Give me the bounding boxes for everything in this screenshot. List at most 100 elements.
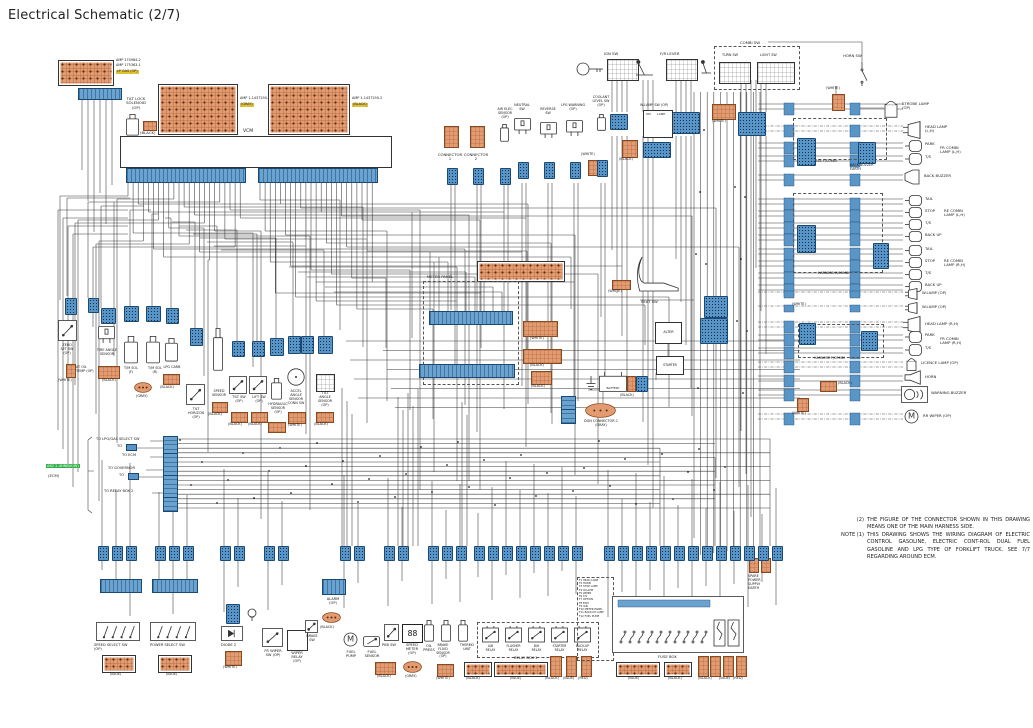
reverse-sw-conn	[544, 162, 555, 179]
fr-wiper-sw-icon	[262, 628, 283, 647]
harness-connector	[604, 546, 615, 561]
bottom-gray-label-text: (GRAY)	[405, 674, 417, 678]
ts-rh-label-text: T/S	[925, 345, 932, 350]
speed-select-blue-label: (BLUE)	[110, 672, 121, 677]
wiper-relay-icon	[287, 630, 308, 651]
meter-connector	[477, 261, 565, 282]
speed-select-label-text: SPEED SELECT SW (OP)	[94, 643, 128, 652]
to-governor-label-text: TO GOVERNOR	[108, 466, 135, 470]
alternator-box-text: ALTER	[663, 330, 674, 335]
conn-b-blue2	[723, 656, 734, 677]
lpg-carb-black-label-text: (BLACK)	[160, 385, 174, 389]
lpg-carb-label-text: LPG CARB	[163, 365, 181, 369]
harness-fcombi2-label: HARNESS F/COMBI	[814, 356, 845, 361]
back-buzzer-earth-label-text: BACK BUZZER EARTH	[850, 163, 874, 171]
wlamp-2-label: W.LAMP (OP)	[922, 304, 947, 309]
harness-connector	[126, 546, 137, 561]
tm-gray-label: (GRAY)	[136, 394, 148, 399]
relay-box-label-text: RELAY BOX 1	[514, 656, 538, 660]
connector-1-label: CONNECTOR 1	[430, 152, 470, 162]
tilt-angle-tag	[316, 412, 334, 423]
power-select-blue-label: (BLUE)	[166, 672, 177, 677]
connector-1-label-text: CONNECTOR 1	[437, 152, 463, 162]
fr-lever-label-text: F/R LEVER	[660, 51, 680, 56]
at-oil-temp-white-label: (WHITE)	[58, 378, 72, 383]
combi-stalk-icon	[698, 60, 712, 76]
oil-press-label-text: OIL PRESS	[423, 644, 435, 653]
re-combi-rh-label-text: RE COMBI LAMP (R,H)	[944, 258, 966, 268]
fr-lever-label: F/R LEVER	[660, 51, 680, 56]
diode2-white-conn	[225, 651, 242, 666]
harness-connector	[674, 546, 685, 561]
zero-set-conn2	[88, 298, 99, 313]
vcm-connector-1	[158, 84, 238, 135]
relay-1	[482, 626, 499, 643]
harness-connector	[384, 546, 395, 561]
fuse-list-text: F1 HEAD LAMP F2 HORN F3 STOP LAMP F4 W.L…	[579, 579, 604, 618]
tilt-sw-black-label: (BLACK)	[228, 422, 242, 427]
tm-gray-label-text: (GRAY)	[136, 394, 148, 398]
wlamp-2-label-text: W.LAMP (OP)	[922, 304, 947, 309]
harness-connector	[702, 546, 713, 561]
combi-conn	[738, 112, 766, 136]
conn-b-blue-label: (BLUE)	[628, 676, 639, 681]
harness-connector	[530, 546, 541, 561]
relay-3-label: B/H RELAY	[525, 644, 548, 652]
head-lamp-rh-label-text: HEAD LAMP (R,H)	[925, 321, 959, 326]
battery-black-label: (BLACK)	[620, 393, 634, 398]
conn-a-blue-label-text: (BLUE)	[510, 676, 522, 680]
battery-icon: BATTERY	[599, 371, 627, 392]
harness-connector	[688, 546, 699, 561]
harness-connector	[632, 546, 643, 561]
fcombi-conn-1	[799, 323, 816, 345]
harness-connector	[744, 546, 755, 561]
back-buzzer-earth-label: BACK BUZZER EARTH	[850, 163, 874, 172]
seat-white-label-text: (WHITE)	[608, 289, 622, 293]
harness-connector	[220, 546, 231, 561]
connector-2-icon	[470, 126, 485, 148]
backup-rh-label-text: BACK UP	[925, 282, 942, 287]
pkb-sw-icon	[384, 624, 399, 641]
amp-part-2-text: AMP 175363-1	[116, 63, 141, 67]
ign-sw-label: IGN SW	[604, 51, 618, 56]
ts2-lh-label: T/S	[925, 220, 931, 225]
relay-box-dbox	[477, 622, 599, 658]
conn-a-black2	[550, 656, 562, 677]
wb-black-label-text: (BLACK)	[838, 381, 852, 385]
tail-rh-label: TAIL	[925, 246, 933, 251]
fr-wiper-sw-label-text: FR WIPER SW (OP)	[264, 649, 282, 658]
lpg-warning-icon	[566, 120, 583, 136]
harness-connector	[502, 546, 513, 561]
relay-4-label-text: STARTER RELAY	[552, 644, 567, 652]
warning-buzzer-icon	[901, 386, 928, 403]
speed-sensor-label-text: SPEED SENSOR	[211, 389, 226, 397]
fuse-box-label: FUSE BOX	[658, 654, 677, 659]
diode2-label-text: DIODE 2	[221, 643, 237, 647]
rr-wiper-label: RR WIPER (OP)	[923, 413, 951, 418]
rr-white-label-text: (WHITE)	[792, 411, 806, 415]
ts-lh-label-text: T/S	[925, 154, 932, 159]
conn-b-blue	[616, 662, 660, 677]
to-relay-box-2-label-text: TO RELAY BOX 2	[104, 489, 134, 493]
wlamp-on-label-text: ON	[646, 112, 651, 116]
battery-black-label-text: (BLACK)	[620, 393, 634, 397]
lp-gas-tag: LP GAS (OP)	[116, 69, 139, 74]
seat-sw-label-text: SEAT SW	[641, 299, 658, 304]
relay-5-label-text: BACK-UP RELAY	[575, 644, 590, 652]
tilt-lock-solenoid-icon	[126, 114, 139, 136]
wlamp-lamp-label: LAMP	[657, 112, 665, 116]
meter-black2-label: (BLACK)	[531, 384, 545, 389]
conn-b-black2-label-text: (BLACK)	[698, 676, 712, 680]
accel-white-label-text: (WHITE)	[288, 423, 302, 427]
vcm-conn-2-tag-text: (BLACK)	[353, 102, 367, 106]
fr-wiper-sw-label: FR WIPER SW (OP)	[258, 649, 288, 657]
tire-angle-icon	[98, 326, 115, 343]
tail-lh-label-text: TAIL	[925, 196, 933, 201]
lpg-warning-conn	[570, 162, 581, 179]
mid-strip-v	[561, 396, 576, 424]
reverse-sw-icon	[540, 122, 557, 138]
meter-strip-1	[429, 311, 513, 325]
conn-a-blue2-label: (BLUE)	[563, 676, 574, 681]
park-lh-label: PARK	[925, 141, 935, 146]
